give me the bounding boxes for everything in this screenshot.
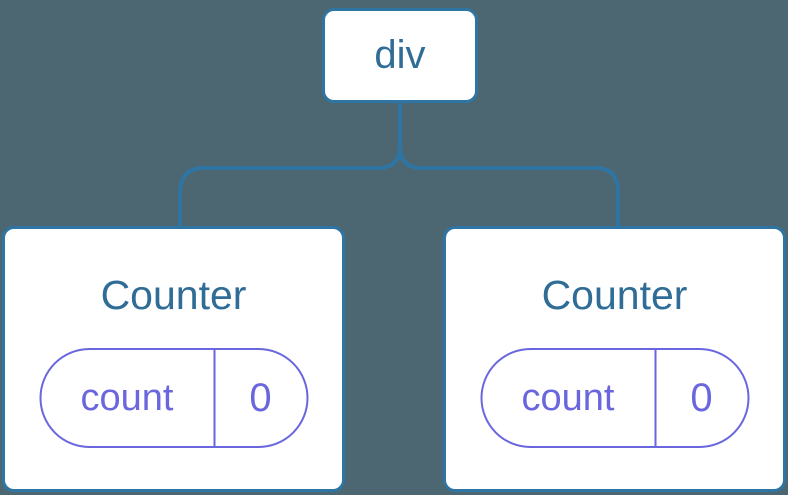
- state-key-right: count: [482, 350, 656, 446]
- state-pill-right: count 0: [480, 348, 749, 448]
- root-node-div: div: [322, 8, 478, 103]
- counter-title-right: Counter: [541, 272, 688, 318]
- state-value-left: 0: [249, 375, 272, 420]
- counter-node-right: Counter count 0: [443, 226, 786, 492]
- state-pill-left: count 0: [39, 348, 308, 448]
- root-node-label: div: [374, 33, 426, 77]
- connector-left-branch: [178, 103, 402, 228]
- counter-title-left: Counter: [100, 272, 247, 318]
- state-key-left: count: [41, 350, 215, 446]
- counter-node-left: Counter count 0: [2, 226, 345, 492]
- connector-right-branch: [398, 103, 620, 228]
- state-value-right: 0: [690, 375, 713, 420]
